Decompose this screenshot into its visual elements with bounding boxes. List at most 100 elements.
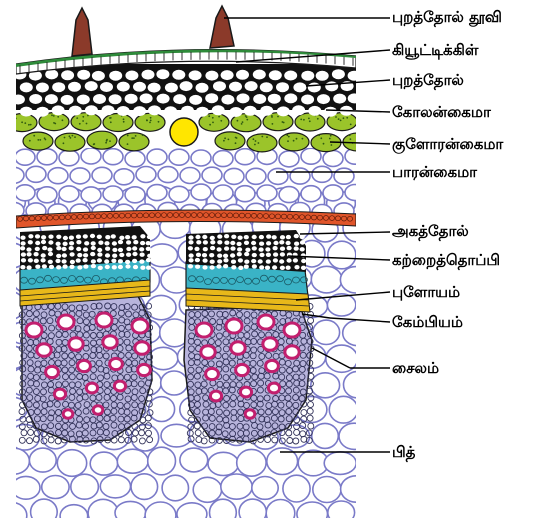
sclerenchyma-cell — [63, 242, 68, 246]
sclerenchyma-cell — [105, 253, 110, 257]
chloroplast-dot — [272, 123, 274, 125]
sclerenchyma-cell — [216, 264, 221, 268]
pith-cell — [340, 267, 371, 293]
chloroplast-dot — [64, 137, 66, 139]
pith-cell — [177, 503, 207, 518]
collenchyma-cell — [212, 105, 225, 115]
chloroplast-dot — [208, 115, 210, 117]
chloroplast-dot — [57, 116, 59, 118]
sclerenchyma-cell — [21, 241, 26, 245]
collenchyma-cell — [133, 82, 146, 92]
chloroplast-dot — [158, 121, 160, 123]
sclerenchyma-cell — [217, 247, 222, 251]
sclerenchyma-cell — [90, 234, 95, 238]
chloroplast-dot — [135, 135, 137, 137]
sclerenchyma-cell — [266, 259, 271, 263]
xylem-vessel — [236, 364, 249, 375]
chloroplast-dot — [146, 120, 148, 122]
chloroplast-dot — [142, 134, 144, 136]
sclerenchyma-cell — [252, 264, 257, 268]
sclerenchyma-cell — [34, 252, 39, 256]
parenchyma-cell — [279, 187, 299, 203]
collenchyma-layer — [12, 64, 361, 117]
chlorenchyma-cell — [87, 131, 117, 149]
sclerenchyma-cell — [279, 259, 284, 263]
xylem-vessel — [266, 360, 279, 371]
collenchyma-cell — [205, 71, 218, 81]
sclerenchyma-cell — [26, 247, 31, 251]
chloroplast-dot — [296, 138, 298, 140]
sclerenchyma-cell — [140, 253, 145, 257]
parenchyma-cell — [147, 185, 167, 201]
chloroplast-dot — [224, 137, 226, 139]
sclerenchyma-cell — [76, 235, 81, 239]
sclerenchyma-cell — [259, 247, 264, 251]
chloroplast-dot — [110, 117, 112, 119]
collenchyma-cell — [85, 81, 98, 91]
parenchyma-cell — [147, 149, 167, 165]
chlorenchyma-cell — [103, 114, 133, 132]
chloroplast-dot — [53, 115, 55, 117]
sclerenchyma-cell — [244, 241, 249, 245]
sclerenchyma-cell — [280, 266, 285, 270]
chloroplast-dot — [109, 140, 111, 142]
sclerenchyma-cell — [223, 258, 228, 262]
collenchyma-cell — [36, 83, 49, 93]
xylem-vessel — [210, 391, 221, 401]
pith-cell — [100, 475, 130, 498]
collenchyma-cell — [117, 82, 130, 92]
chloroplast-dot — [223, 140, 225, 142]
pith-cell — [42, 476, 69, 499]
pith-cell — [148, 447, 176, 475]
sclerenchyma-cell — [77, 265, 82, 269]
chloroplast-dot — [330, 135, 332, 137]
sclerenchyma-cell — [280, 247, 285, 251]
sclerenchyma-cell — [48, 260, 53, 264]
pith-cell — [341, 476, 372, 502]
chloroplast-dot — [358, 139, 360, 141]
parenchyma-cell — [202, 167, 222, 183]
sclerenchyma-cell — [28, 258, 33, 262]
collenchyma-cell — [100, 82, 113, 92]
collenchyma-cell — [316, 71, 329, 81]
pith-cell — [239, 499, 266, 518]
chloroplast-dot — [15, 118, 17, 120]
pith-cell — [311, 373, 340, 398]
parenchyma-cell — [323, 185, 343, 201]
sclerenchyma-cell — [112, 248, 117, 252]
sclerenchyma-cell — [230, 253, 235, 257]
sclerenchyma-cell — [76, 240, 81, 244]
chloroplast-dot — [87, 115, 89, 117]
parenchyma-cell — [323, 151, 343, 167]
sclerenchyma-cell — [35, 241, 40, 245]
sclerenchyma-cell — [209, 253, 214, 257]
sclerenchyma-cell — [273, 252, 278, 256]
sclerenchyma-cell — [286, 235, 291, 239]
sclerenchyma-cell — [293, 258, 298, 262]
collenchyma-cell — [293, 82, 306, 92]
chloroplast-dot — [346, 117, 348, 119]
sclerenchyma-cell — [231, 235, 236, 239]
sclerenchyma-cell — [56, 246, 61, 250]
collenchyma-cell — [172, 70, 185, 80]
chloroplast-dot — [218, 116, 220, 118]
sclerenchyma-cell — [300, 240, 305, 244]
parenchyma-cell — [15, 185, 35, 201]
sclerenchyma-cell — [83, 253, 88, 257]
xylem-vessel — [268, 383, 279, 393]
pith-cell — [344, 372, 372, 398]
parenchyma-cell — [103, 149, 123, 165]
chloroplast-dot — [131, 137, 133, 139]
sclerenchyma-cell — [126, 247, 131, 251]
collenchyma-cell — [308, 83, 321, 93]
sclerenchyma-cell — [118, 240, 123, 244]
pith-cell — [283, 475, 310, 502]
chloroplast-dot — [340, 120, 342, 122]
sclerenchyma-cell — [210, 236, 215, 240]
parenchyma-cell — [169, 149, 189, 165]
sclerenchyma-cell — [245, 248, 250, 252]
pith-cell — [149, 397, 175, 422]
collenchyma-cell — [229, 82, 242, 92]
sclerenchyma-cell — [132, 246, 137, 250]
chloroplast-dot — [338, 118, 340, 120]
